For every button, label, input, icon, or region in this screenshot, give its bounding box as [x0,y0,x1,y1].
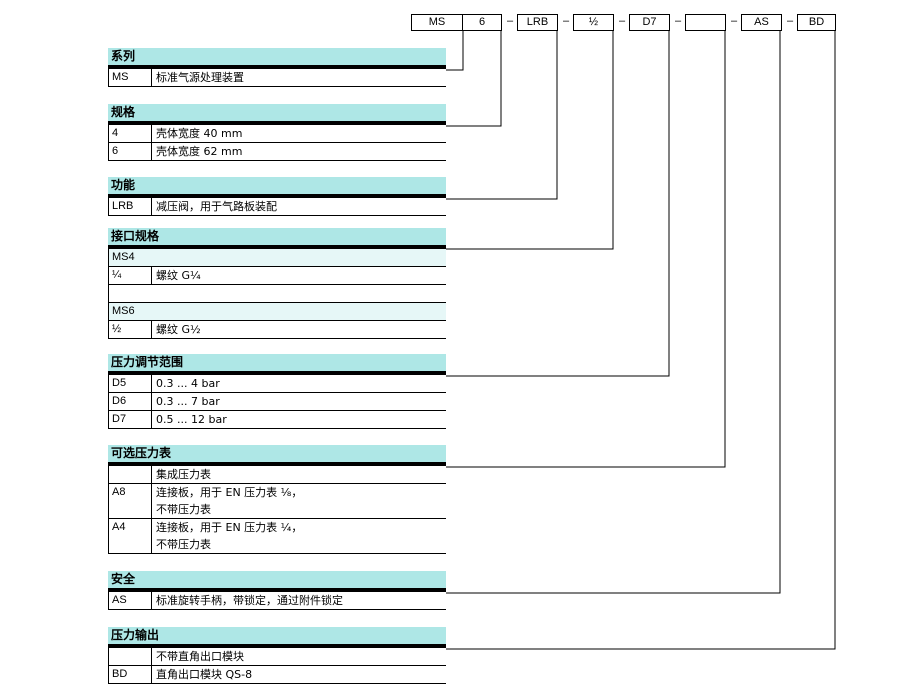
section-size: 规格 4 壳体宽度 40 mm 6 壳体宽度 62 mm [108,104,446,161]
table-subheader: MS4 [108,249,446,267]
section-title: 安全 [108,571,446,592]
option-description: 0.3 ... 4 bar [151,375,220,392]
separator: – [562,15,570,27]
section-title: 可选压力表 [108,445,446,466]
option-code: ¼ [112,269,122,281]
table-row: A8 连接板，用于 EN 压力表 ⅛， 不带压力表 [108,484,446,519]
code-box-port: ½ [573,14,614,31]
table-row: A4 连接板，用于 EN 压力表 ¼， 不带压力表 [108,519,446,554]
section-pressure-output: 压力输出 不带直角出口模块 BD 直角出口模块 QS-8 [108,627,446,684]
table-row: ½ 螺纹 G½ [108,321,446,339]
connector-pressure [446,31,670,377]
option-code: D6 [112,395,127,407]
section-gauge: 可选压力表 集成压力表 A8 连接板，用于 EN 压力表 ⅛， 不带压力表 A4… [108,445,446,554]
table-row: ¼ 螺纹 G¼ [108,267,446,285]
connector-output [446,31,836,650]
code-box-output: BD [797,14,836,31]
option-description: 壳体宽度 40 mm [151,125,242,142]
option-code: ½ [112,323,122,335]
section-title: 压力调节范围 [108,354,446,375]
option-description: 连接板，用于 EN 压力表 ¼， 不带压力表 [151,519,302,553]
connector-function [446,31,558,200]
option-description: 直角出口模块 QS-8 [151,666,252,683]
option-description: 减压阀，用于气路板装配 [151,198,277,215]
table-row: 4 壳体宽度 40 mm [108,125,446,143]
option-description: 标准旋转手柄，带锁定，通过附件锁定 [151,592,343,609]
option-code: A8 [112,486,126,498]
option-description: 0.5 ... 12 bar [151,411,227,428]
connector-series [446,31,464,71]
table-row: D5 0.3 ... 4 bar [108,375,446,393]
separator: – [730,15,738,27]
option-description: 螺纹 G¼ [151,267,201,284]
connector-safety [446,31,781,594]
option-code: A4 [112,521,126,533]
separator: – [506,15,514,27]
table-row: LRB 减压阀，用于气路板装配 [108,198,446,216]
section-pressure-range: 压力调节范围 D5 0.3 ... 4 bar D6 0.3 ... 7 bar… [108,354,446,429]
table-row: 6 壳体宽度 62 mm [108,143,446,161]
option-code: AS [112,594,127,606]
option-description: 0.3 ... 7 bar [151,393,220,410]
code-box-function: LRB [517,14,558,31]
table-row: 不带直角出口模块 [108,648,446,666]
option-description: 不带直角出口模块 [151,648,244,665]
option-description: 螺纹 G½ [151,321,201,338]
section-title: 系列 [108,48,446,69]
option-description: 连接板，用于 EN 压力表 ⅛， 不带压力表 [151,484,302,518]
separator: – [674,15,682,27]
section-series: 系列 MS 标准气源处理装置 [108,48,446,87]
code-box-gauge [685,14,726,31]
table-row: D7 0.5 ... 12 bar [108,411,446,429]
table-row: AS 标准旋转手柄，带锁定，通过附件锁定 [108,592,446,610]
section-title: 压力输出 [108,627,446,648]
option-code: 4 [112,127,119,139]
option-description: 壳体宽度 62 mm [151,143,242,160]
code-box-size: 6 [462,14,502,31]
connector-size [446,31,502,127]
option-code: D5 [112,377,127,389]
section-title: 规格 [108,104,446,125]
option-code: MS6 [112,305,135,317]
section-function: 功能 LRB 减压阀，用于气路板装配 [108,177,446,216]
option-description: 标准气源处理装置 [151,69,244,86]
section-safety: 安全 AS 标准旋转手柄，带锁定，通过附件锁定 [108,571,446,610]
option-code: MS4 [112,251,135,263]
section-port: 接口规格 MS4 ¼ 螺纹 G¼ MS6 ½ 螺纹 G½ [108,228,446,339]
table-row: D6 0.3 ... 7 bar [108,393,446,411]
separator: – [786,15,794,27]
table-subheader: MS6 [108,303,446,321]
option-code: 6 [112,145,119,157]
code-box-safety: AS [741,14,782,31]
table-row: BD 直角出口模块 QS-8 [108,666,446,684]
table-row: 集成压力表 [108,466,446,484]
table-row-empty [108,285,446,303]
option-code: D7 [112,413,127,425]
section-title: 接口规格 [108,228,446,249]
option-code: MS [112,71,129,83]
connector-gauge [446,31,726,468]
table-row: MS 标准气源处理装置 [108,69,446,87]
code-box-pressure: D7 [629,14,670,31]
option-code: LRB [112,200,134,212]
separator: – [618,15,626,27]
option-description: 集成压力表 [151,466,211,483]
section-title: 功能 [108,177,446,198]
connector-port [446,31,614,250]
option-code: BD [112,668,128,680]
